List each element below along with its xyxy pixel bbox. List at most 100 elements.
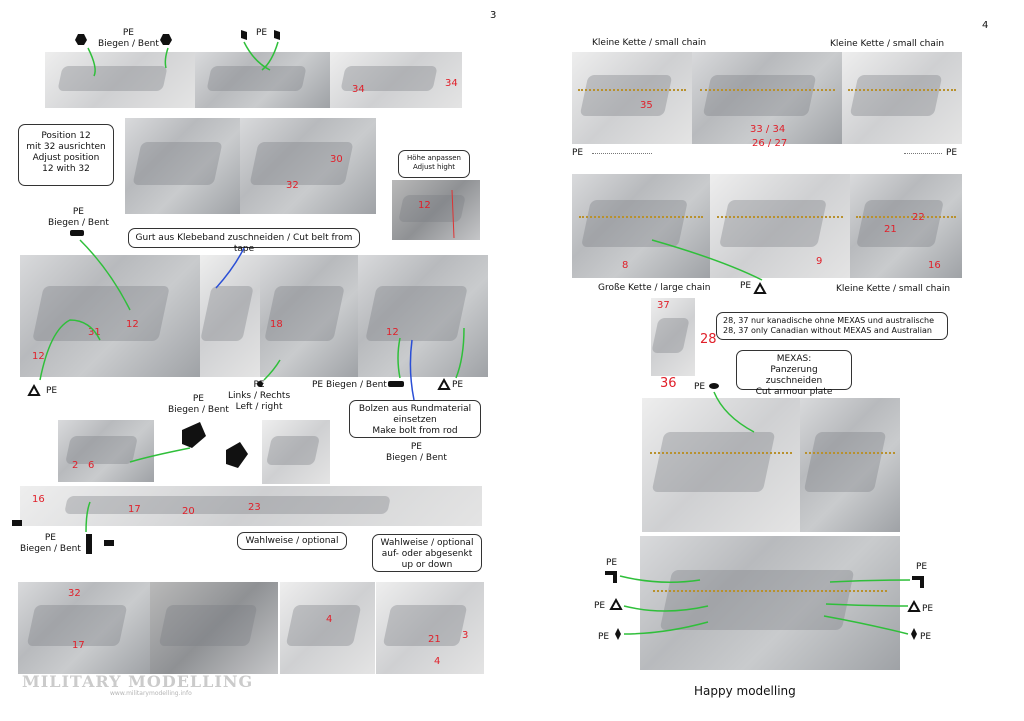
photo-row4-1: 2 6 xyxy=(58,420,154,482)
photo-row3-2 xyxy=(200,255,260,377)
photo-chain-3 xyxy=(842,52,962,144)
part-number: 16 xyxy=(928,260,941,271)
photo-bottom-2 xyxy=(150,582,278,674)
part-number: 37 xyxy=(657,300,670,311)
photo-top-2 xyxy=(195,52,330,108)
note-cut-belt: Gurt aus Klebeband zuschneiden / Cut bel… xyxy=(128,228,360,254)
photo-bottom-1: 32 17 xyxy=(18,582,150,674)
photo-top-1 xyxy=(45,52,195,108)
watermark: MILITARY MODELLING xyxy=(22,672,254,691)
part-number: 20 xyxy=(182,506,195,517)
photo-mid-2: 30 32 xyxy=(240,118,376,214)
label-pe-a: PE xyxy=(46,386,58,396)
label-pe-mid: PE xyxy=(740,281,752,291)
photo-height-detail: 12 xyxy=(392,180,480,240)
part-number: 17 xyxy=(128,504,141,515)
divider xyxy=(592,153,652,155)
label-pe-right: PE xyxy=(946,148,958,158)
part-number-28: 28 xyxy=(700,332,717,347)
part-number: 12 xyxy=(126,319,139,330)
photo-row3-1: 12 31 12 xyxy=(20,255,200,377)
part-number: 32 xyxy=(68,588,81,599)
part-number: 6 xyxy=(88,460,95,471)
photo-mexas-1 xyxy=(642,398,800,532)
label-pe-mexas: PE xyxy=(694,382,706,392)
label-pe-l1: PE xyxy=(606,558,618,568)
photo-top-3: 34 34 xyxy=(330,52,462,108)
part-number: 33 / 34 xyxy=(750,124,786,135)
part-number: 31 xyxy=(88,327,101,338)
page-number-4: 4 xyxy=(982,20,989,31)
label-large-chain: Große Kette / large chain xyxy=(598,283,711,293)
part-number: 12 xyxy=(32,351,45,362)
photo-row4-2 xyxy=(262,420,330,484)
divider xyxy=(904,153,942,155)
label-pe-left: PE xyxy=(572,148,584,158)
note-optional: Wahlweise / optional xyxy=(237,532,347,550)
photo-final-assembly xyxy=(640,536,900,670)
watermark-url: www.militarymodelling.info xyxy=(110,690,192,697)
part-number: 2 xyxy=(72,460,79,471)
photo-chain-2: 33 / 34 xyxy=(692,52,842,144)
part-number: 3 xyxy=(462,630,469,641)
page-4: 4 Kleine Kette / small chain Kleine Kett… xyxy=(512,0,1024,721)
part-number: 8 xyxy=(622,260,629,271)
part-number: 4 xyxy=(326,614,333,625)
label-pe-l3: PE xyxy=(598,632,610,642)
photo-part-detail: 37 xyxy=(651,298,695,376)
photo-bottom-4: 21 3 4 xyxy=(376,582,484,674)
part-number: 30 xyxy=(330,154,343,165)
page-number-3: 3 xyxy=(490,10,497,21)
photo-large-chain-1: 8 xyxy=(572,174,710,278)
label-pe-r1: PE xyxy=(916,562,928,572)
part-number: 22 xyxy=(912,212,925,223)
part-number: 18 xyxy=(270,319,283,330)
part-number: 12 xyxy=(386,327,399,338)
part-number: 9 xyxy=(816,256,823,267)
label-small-chain-2: Kleine Kette / small chain xyxy=(830,39,945,49)
part-number: 21 xyxy=(428,634,441,645)
part-number-36: 36 xyxy=(660,376,677,391)
photo-row3-3: 18 xyxy=(260,255,358,377)
photo-mexas-2 xyxy=(800,398,900,532)
photo-strip: 16 17 20 23 xyxy=(20,486,482,526)
footer-happy-modelling: Happy modelling xyxy=(694,684,796,698)
photo-chain-1: 35 xyxy=(572,52,692,144)
part-number: 17 xyxy=(72,640,85,651)
photo-mid-1 xyxy=(125,118,240,214)
photo-large-chain-2: 9 xyxy=(710,174,850,278)
part-number: 4 xyxy=(434,656,441,667)
photo-small-chain: 22 21 16 xyxy=(850,174,962,278)
label-pe-l2: PE xyxy=(594,601,606,611)
label-small-chain-1: Kleine Kette / small chain xyxy=(592,38,707,48)
label-pe-r2: PE xyxy=(922,604,934,614)
label-small-chain-3: Kleine Kette / small chain xyxy=(836,284,951,294)
part-number-26-27: 26 / 27 xyxy=(752,138,788,149)
part-number: 34 xyxy=(352,84,365,95)
label-pe-top: PE xyxy=(256,28,268,38)
label-pe-b: PE xyxy=(452,380,464,390)
part-number: 16 xyxy=(32,494,45,505)
part-number: 35 xyxy=(640,100,653,111)
note-canadian: 28, 37 nur kanadische ohne MEXAS und aus… xyxy=(716,312,948,340)
part-number: 34 xyxy=(445,78,458,89)
label-pe-bent-row: PE Biegen / Bent xyxy=(312,380,387,390)
part-number: 12 xyxy=(418,200,431,211)
photo-bottom-3: 4 xyxy=(280,582,375,674)
part-number: 21 xyxy=(884,224,897,235)
part-number: 23 xyxy=(248,502,261,513)
part-number: 32 xyxy=(286,180,299,191)
label-pe-r3: PE xyxy=(920,632,932,642)
